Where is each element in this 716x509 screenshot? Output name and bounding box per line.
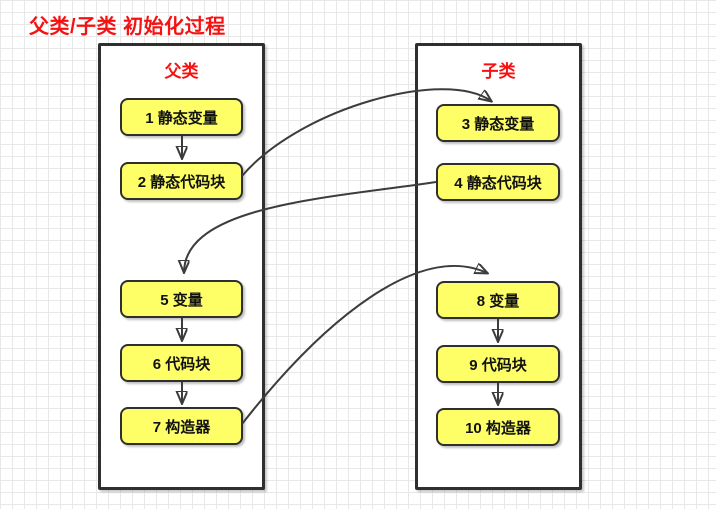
node-9-label: 9 代码块 bbox=[469, 356, 527, 374]
node-1-static-variable[interactable]: 1 静态变量 bbox=[120, 98, 243, 136]
node-4-static-block[interactable]: 4 静态代码块 bbox=[436, 163, 560, 201]
node-7-constructor[interactable]: 7 构造器 bbox=[120, 407, 243, 445]
node-6-block[interactable]: 6 代码块 bbox=[120, 344, 243, 382]
diagram-title: 父类/子类 初始化过程 bbox=[29, 16, 226, 38]
node-3-static-variable[interactable]: 3 静态变量 bbox=[436, 104, 560, 142]
child-class-label: 子类 bbox=[481, 62, 516, 81]
node-3-label: 3 静态变量 bbox=[461, 115, 535, 133]
node-8-label: 8 变量 bbox=[476, 292, 520, 310]
node-4-label: 4 静态代码块 bbox=[454, 174, 542, 192]
node-2-static-block[interactable]: 2 静态代码块 bbox=[120, 162, 243, 200]
node-7-label: 7 构造器 bbox=[152, 418, 211, 436]
node-1-label: 1 静态变量 bbox=[145, 109, 218, 127]
node-9-block[interactable]: 9 代码块 bbox=[436, 345, 560, 383]
node-5-variable[interactable]: 5 变量 bbox=[120, 280, 243, 318]
node-8-variable[interactable]: 8 变量 bbox=[436, 281, 560, 319]
node-10-label: 10 构造器 bbox=[465, 419, 531, 437]
node-5-label: 5 变量 bbox=[160, 291, 203, 309]
node-2-label: 2 静态代码块 bbox=[137, 173, 226, 191]
node-6-label: 6 代码块 bbox=[152, 355, 211, 373]
parent-class-label: 父类 bbox=[164, 62, 199, 81]
node-10-constructor[interactable]: 10 构造器 bbox=[436, 408, 560, 446]
